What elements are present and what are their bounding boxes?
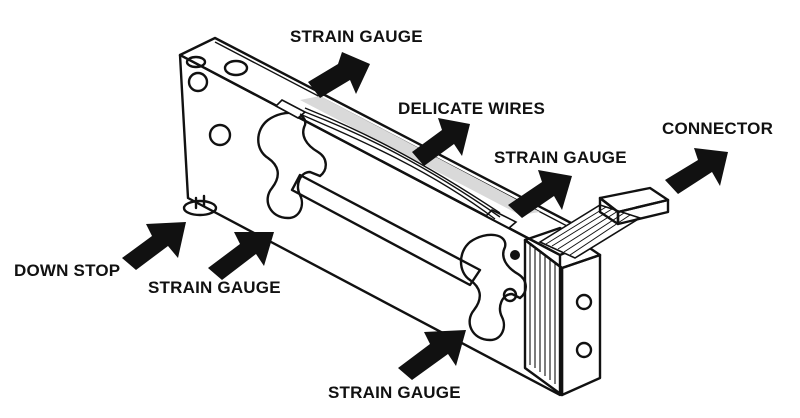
mount-hole [208, 123, 232, 147]
top-hole [185, 55, 207, 69]
flexure-slot [290, 173, 482, 287]
label-strain-gauge-right: STRAIN GAUGE [494, 148, 627, 167]
strain-gauge-top-patch [274, 99, 307, 119]
label-strain-gauge-top: STRAIN GAUGE [290, 27, 423, 46]
top-hole [223, 59, 249, 77]
label-connector: CONNECTOR [662, 119, 773, 138]
arrow-strain-gauge-left [208, 232, 274, 280]
label-strain-gauge-left: STRAIN GAUGE [148, 278, 281, 297]
connector [598, 186, 670, 226]
screw [510, 250, 520, 260]
arrow-connector [665, 148, 728, 194]
load-cell-body [178, 36, 602, 397]
arrow-strain-gauge-bottom [398, 330, 466, 380]
right-flexure-cutout [459, 233, 527, 342]
arrow-strain-gauge-right [508, 170, 572, 218]
arrow-delicate-wires [412, 118, 470, 166]
delicate-wires [299, 107, 501, 220]
arrow-strain-gauge-top [308, 52, 370, 98]
label-strain-gauge-bottom: STRAIN GAUGE [328, 383, 461, 402]
mount-hole [187, 71, 209, 93]
ribbon-cable [538, 204, 642, 259]
down-stop [182, 194, 218, 217]
label-delicate-wires: DELICATE WIRES [398, 99, 545, 118]
end-block [523, 226, 602, 397]
arrow-down-stop [122, 222, 186, 270]
label-down-stop: DOWN STOP [14, 261, 120, 280]
